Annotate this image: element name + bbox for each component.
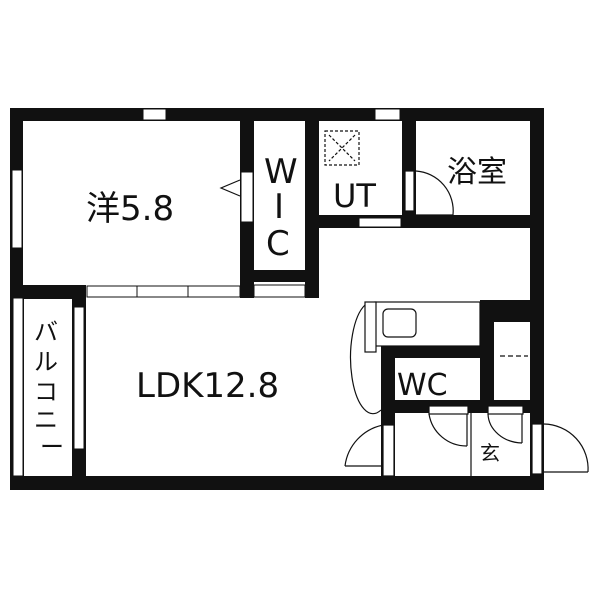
door-direction-icon: [219, 179, 241, 197]
wic-label-i: I: [274, 187, 284, 227]
bath-door[interactable]: [404, 170, 454, 216]
balcony-label-3: コ: [34, 378, 58, 406]
kitchen-sink-icon: [382, 308, 417, 338]
ldk-door[interactable]: [344, 424, 395, 477]
wic-label-c: C: [266, 224, 290, 264]
room-label-entrance: 玄: [480, 441, 500, 465]
room-label-ldk: LDK12.8: [136, 366, 279, 406]
balcony-rail: [12, 297, 24, 477]
room-label-wc: WC: [397, 368, 448, 403]
wic-opening: [253, 284, 306, 298]
balcony-label-5: ー: [40, 433, 64, 461]
window-bedroom-left: [11, 169, 23, 249]
balcony-window: [73, 306, 85, 450]
sliding-door-3: [187, 285, 241, 298]
balcony-label-2: ル: [34, 348, 58, 376]
balcony-label-1: バ: [34, 318, 58, 346]
wic-label-w: W: [264, 152, 298, 192]
ut-opening: [358, 217, 402, 228]
window-ut-top: [374, 108, 401, 121]
windows: [11, 108, 402, 477]
sliding-door-2: [136, 285, 189, 298]
front-door[interactable]: [531, 423, 589, 475]
room-label-ut: UT: [333, 177, 376, 215]
shoe-closet-door[interactable]: [487, 405, 524, 444]
wic-door: [240, 171, 254, 223]
kitchen-counter: [349, 301, 481, 415]
wc-door[interactable]: [428, 405, 469, 447]
room-label-bathroom: 浴室: [447, 155, 507, 190]
sliding-door-1: [86, 285, 138, 298]
washing-machine-pan-icon: [324, 130, 360, 166]
room-label-western: 洋5.8: [86, 189, 174, 229]
balcony-label-4: ニ: [34, 406, 58, 434]
window-bedroom-top: [142, 108, 167, 121]
